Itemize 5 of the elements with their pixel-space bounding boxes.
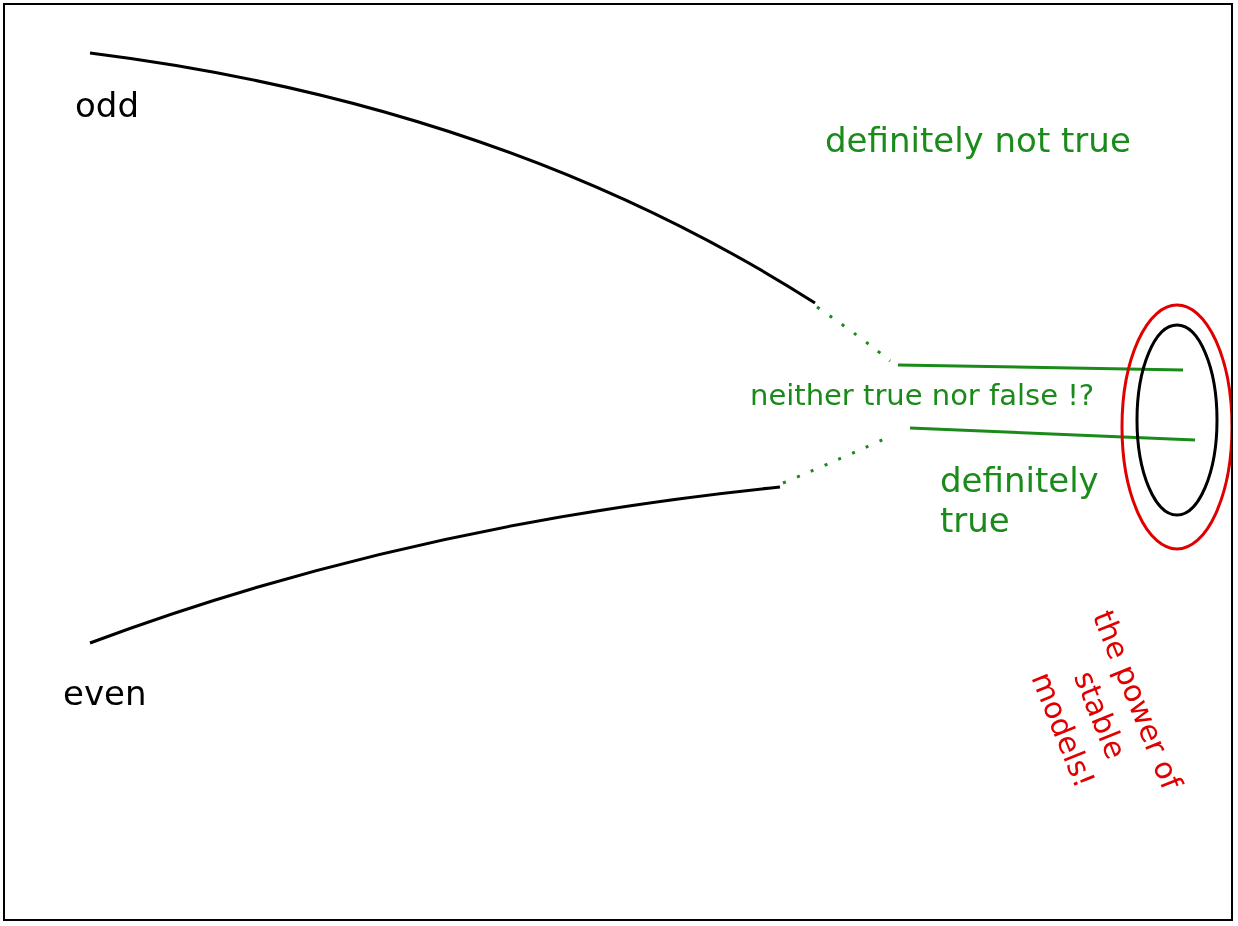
annotation-text: neither true nor false !?: [750, 377, 1096, 414]
annotation-text: odd: [75, 85, 140, 125]
annotation-text: definitely true: [940, 460, 1100, 540]
annotation-text: definitely not true: [825, 120, 1132, 160]
annotation-text: even: [63, 673, 148, 713]
